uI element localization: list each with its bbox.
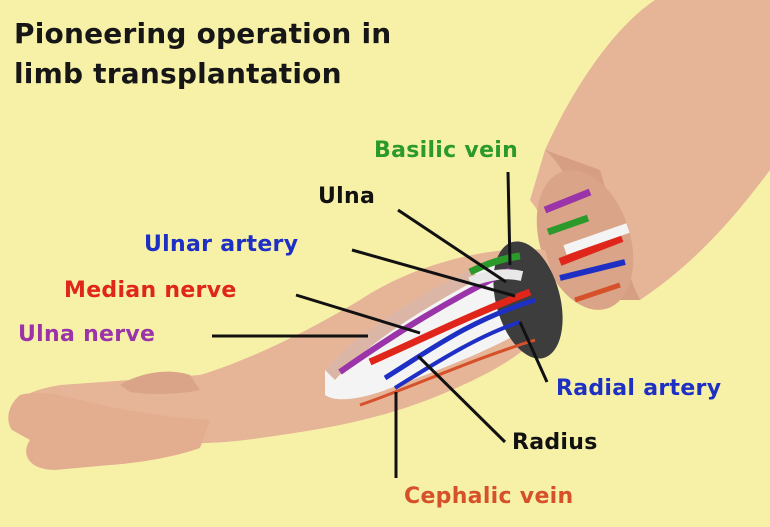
title-line-2: limb transplantation bbox=[14, 57, 342, 90]
leader-ulnar-artery bbox=[351, 248, 516, 298]
leader-radius bbox=[416, 354, 507, 444]
blue-artery-2 bbox=[393, 320, 521, 390]
blue-artery bbox=[383, 297, 536, 381]
label-ulna-nerve: Ulna nerve bbox=[18, 322, 156, 347]
label-radial-artery: Radial artery bbox=[556, 376, 722, 401]
red-nerve bbox=[368, 288, 532, 366]
leader-median bbox=[295, 293, 421, 335]
upper-stub-white bbox=[563, 223, 630, 255]
upper-stub-red bbox=[558, 234, 624, 266]
label-cephalic-vein: Cephalic vein bbox=[404, 484, 574, 509]
page-title: Pioneering operation in limb transplanta… bbox=[14, 14, 391, 94]
label-median-nerve: Median nerve bbox=[64, 278, 237, 303]
label-ulnar-artery: Ulnar artery bbox=[144, 232, 299, 257]
hand bbox=[8, 392, 210, 470]
upper-stub-green bbox=[546, 214, 590, 236]
upper-stub-orange bbox=[574, 282, 621, 303]
upper-stub-purple bbox=[543, 188, 592, 214]
label-basilic-vein: Basilic vein bbox=[374, 138, 519, 163]
leader-radial-artery bbox=[518, 321, 549, 383]
label-ulna: Ulna bbox=[318, 184, 376, 209]
green-vein bbox=[468, 252, 521, 276]
title-line-1: Pioneering operation in bbox=[14, 17, 392, 50]
leader-basilic bbox=[506, 171, 512, 266]
upper-stub-blue bbox=[559, 259, 626, 281]
dissection-edge bbox=[325, 270, 480, 380]
leader-ulna bbox=[397, 208, 507, 284]
label-radius: Radius bbox=[512, 430, 598, 455]
thumb bbox=[120, 371, 200, 395]
orange-vein bbox=[359, 338, 536, 407]
